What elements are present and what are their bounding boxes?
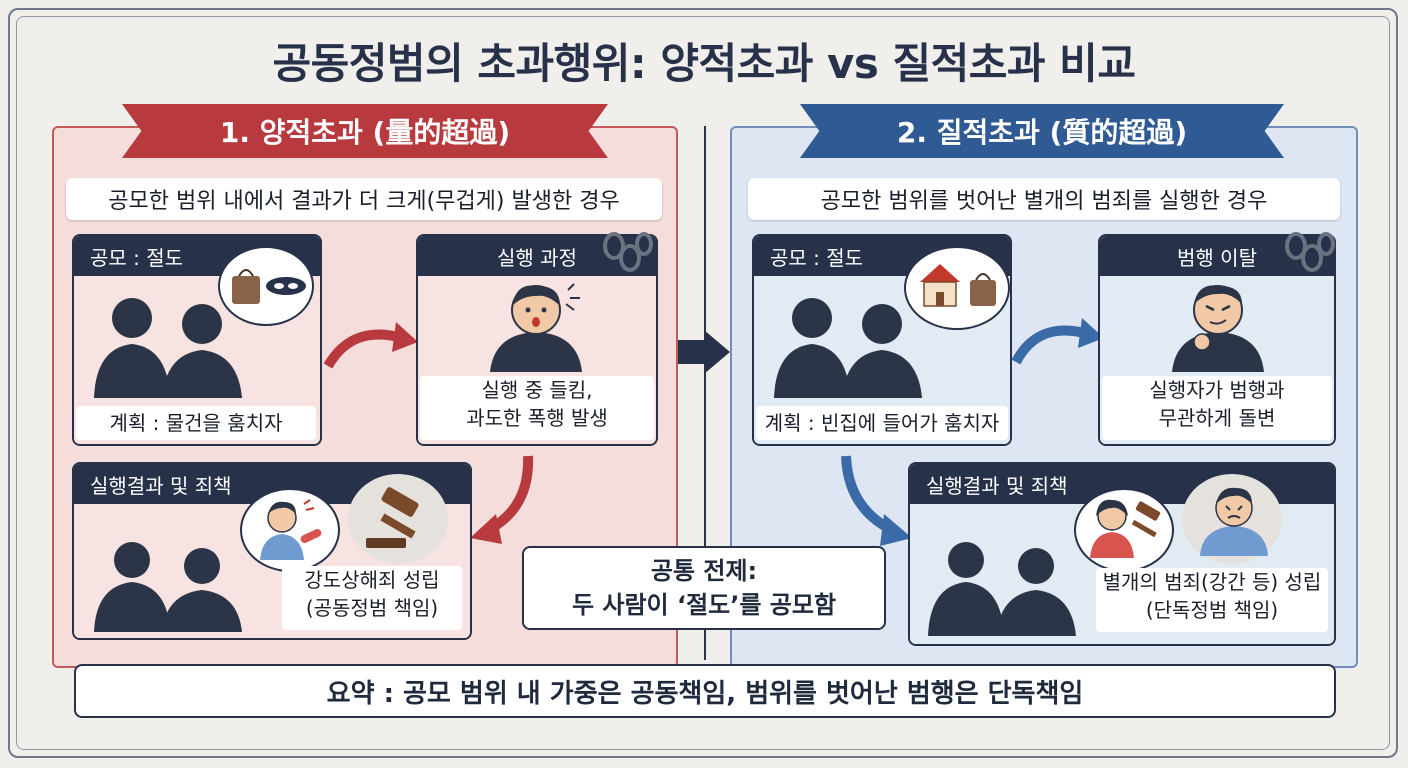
right-result-caption-line1: 별개의 범죄(강간 등) 성립 [1102, 570, 1322, 594]
left-result-caption: 강도상해죄 성립 (공동정범 책임) [282, 566, 462, 630]
outer-frame [8, 8, 1398, 758]
page-title: 공동정범의 초과행위: 양적초과 vs 질적초과 비교 [272, 39, 1136, 88]
right-result-caption-line2: (단독정범 책임) [1145, 598, 1279, 622]
gavel-cloud [348, 474, 448, 564]
common-premise-line1: 공통 전제: [650, 557, 758, 585]
left-exec-caption: 실행 중 들킴, 과도한 폭행 발생 [420, 376, 654, 440]
curved-arrow-down-icon [470, 455, 534, 544]
curved-arrow-icon [323, 322, 418, 369]
curved-arrow-icon [1011, 318, 1104, 365]
left-ribbon: 1. 양적초과 (量的超過) [122, 104, 608, 158]
curved-arrow-down-icon [841, 455, 912, 546]
bag-and-mask-icon [232, 269, 306, 304]
common-premise-box: 공통 전제: 두 사람이 ‘절도’를 공모함 [522, 546, 886, 630]
distressed-person-icon [1200, 487, 1268, 556]
chain-icon [603, 232, 653, 272]
right-exec-caption-line2: 무관하게 돌변 [1158, 406, 1276, 430]
left-result-caption-line2: (공동정범 책임) [305, 596, 439, 620]
right-ribbon: 2. 질적초과 (質的超過) [800, 104, 1284, 158]
two-people-icon [928, 542, 1076, 636]
common-premise-line2: 두 사람이 ‘절도’를 공모함 [571, 591, 837, 619]
inner-frame [16, 16, 1390, 750]
startled-person-icon [490, 283, 582, 372]
victim-and-gavel-icon [1090, 499, 1161, 558]
right-exec-caption-line1: 실행자가 범행과 [1149, 378, 1285, 402]
left-result-caption-line1: 강도상해죄 성립 [304, 568, 440, 592]
center-arrow-icon [678, 330, 730, 374]
center-divider [704, 126, 706, 660]
right-exec-header: 범행 이탈 [1100, 236, 1334, 276]
right-exec-caption: 실행자가 범행과 무관하게 돌변 [1102, 376, 1332, 440]
left-exec-caption-line1: 실행 중 들킴, [481, 378, 593, 402]
two-people-icon [94, 298, 242, 398]
house-and-bag-icon [920, 264, 996, 307]
left-exec-caption-line2: 과도한 폭행 발생 [466, 406, 608, 430]
menacing-person-icon [1172, 285, 1264, 372]
right-plan-thought-bubble [904, 246, 1010, 330]
gavel-icon [366, 487, 419, 548]
right-subtitle: 공모한 범위를 벗어난 별개의 범죄를 실행한 경우 [748, 178, 1340, 220]
right-result-caption: 별개의 범죄(강간 등) 성립 (단독정범 책임) [1096, 568, 1328, 632]
left-subtitle: 공모한 범위 내에서 결과가 더 크게(무겁게) 발생한 경우 [66, 178, 662, 220]
right-plan-caption: 계획 : 빈집에 들어가 훔치자 [756, 406, 1008, 440]
two-people-icon [94, 542, 242, 632]
summary-bar: 요약 : 공모 범위 내 가중은 공동책임, 범위를 벗어난 범행은 단독책임 [74, 664, 1336, 718]
chain-icon [1285, 232, 1335, 272]
two-people-icon [774, 298, 922, 398]
left-plan-caption: 계획 : 물건을 훔치자 [76, 406, 316, 440]
injured-person-icon [260, 499, 322, 560]
